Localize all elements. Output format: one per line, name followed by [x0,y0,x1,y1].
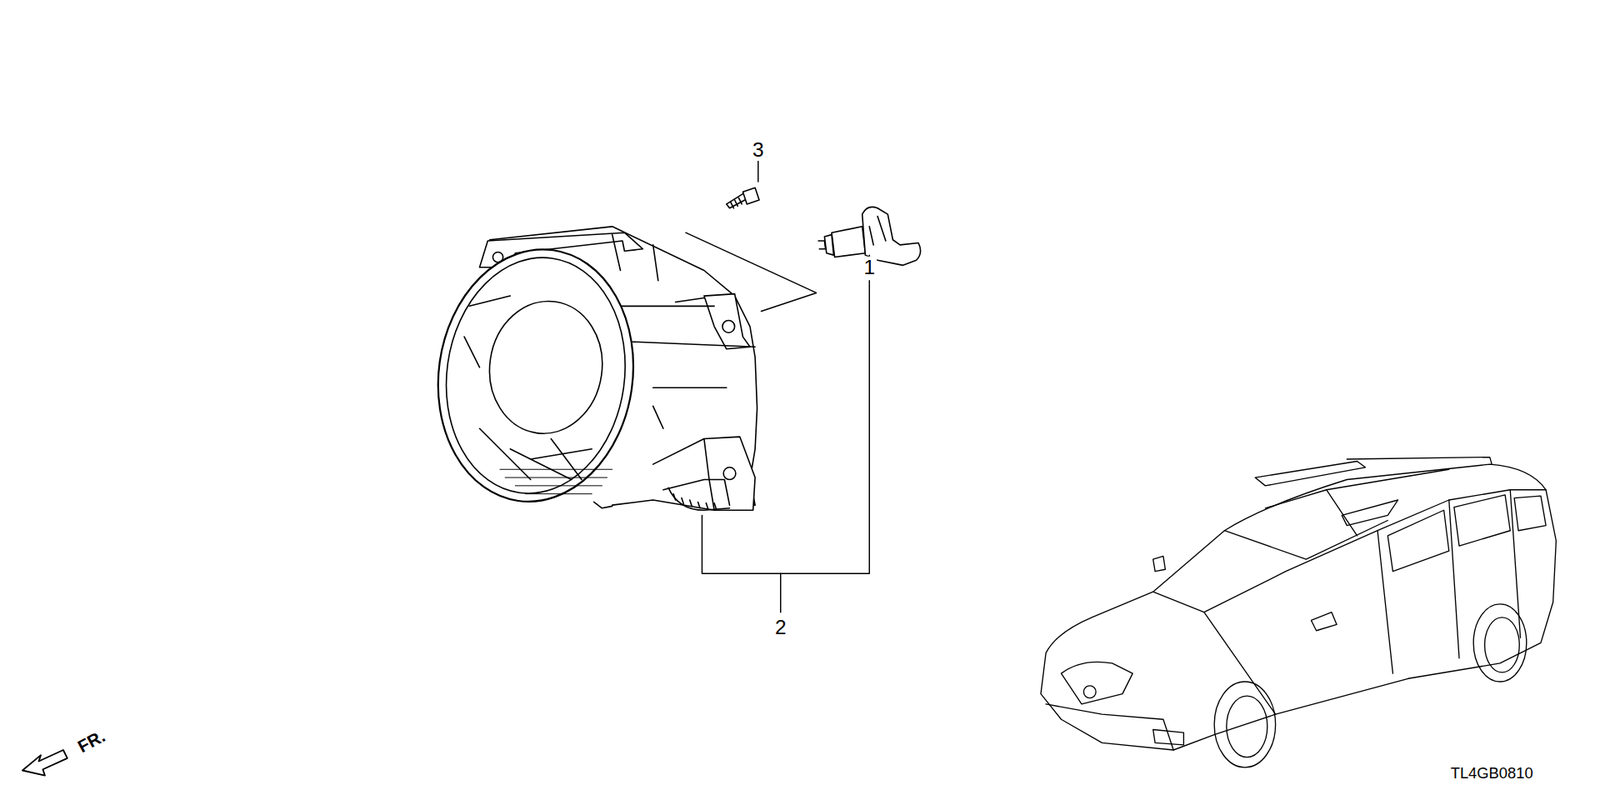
diagram-code: TL4GB0810 [1449,765,1535,782]
front-arrow [22,750,68,776]
fog-lamp [422,226,758,515]
leader-line [685,160,870,612]
vehicle-illustration [1040,457,1556,768]
callout-number: 3 [750,139,766,161]
direction-label: FR. [73,725,110,758]
callout-number: 1 [861,256,877,279]
screw [726,187,760,208]
callout-number: 2 [773,616,789,639]
